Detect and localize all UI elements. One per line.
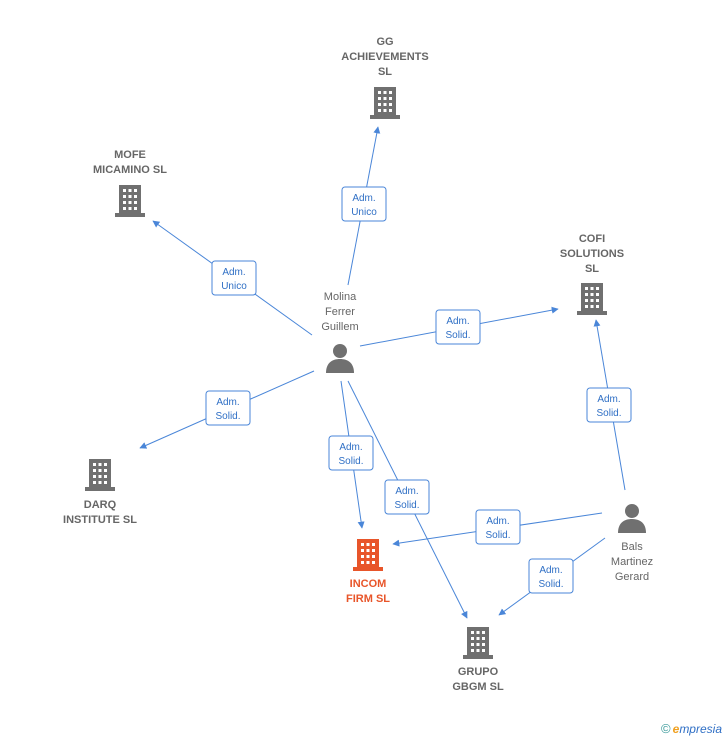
- edge-label-line: Adm.: [395, 486, 418, 497]
- node-label-line: MOFE: [114, 149, 146, 161]
- edge-label-line: Solid.: [394, 500, 419, 511]
- node-label-line: INCOM: [350, 578, 387, 590]
- edge-bals-grupo: Adm. Solid.: [498, 537, 606, 616]
- edge-molina-mofe: Adm. Unico: [152, 220, 313, 336]
- edge-label-box: [205, 390, 251, 426]
- edge-bals-cofi: Adm. Solid.: [586, 319, 632, 491]
- node-label-line: DARQ: [84, 499, 117, 511]
- edge-label-box: [435, 309, 481, 345]
- node-label-line: GRUPO: [458, 666, 499, 678]
- node-mofe[interactable]: MOFE MICAMINO SL: [93, 149, 167, 217]
- edge-label-line: Adm.: [222, 267, 245, 278]
- edge-label-line: Solid.: [215, 411, 240, 422]
- edge-label-line: Solid.: [485, 530, 510, 541]
- brand-logo-e: e: [672, 722, 680, 736]
- edge-molina-incom: Adm. Solid.: [328, 380, 374, 529]
- node-label-line: GBGM SL: [452, 681, 504, 693]
- building-icon: [85, 459, 115, 491]
- edge-label-box: [384, 479, 430, 515]
- building-icon: [463, 627, 493, 659]
- brand-watermark: ©empresia: [661, 721, 722, 736]
- node-label-line: Gerard: [615, 571, 649, 583]
- edge-label-line: Adm.: [597, 394, 620, 405]
- node-label-line: SL: [585, 263, 599, 275]
- edge-label-box: [475, 509, 521, 545]
- node-grupo[interactable]: GRUPO GBGM SL: [452, 627, 504, 693]
- edge-molina-darq: Adm. Solid.: [139, 370, 315, 449]
- edge-label-box: [328, 435, 374, 471]
- edge-label-box: [586, 387, 632, 423]
- person-icon: [326, 344, 354, 373]
- edge-label-line: Adm.: [352, 193, 375, 204]
- edge-label-line: Solid.: [338, 456, 363, 467]
- node-label-line: SOLUTIONS: [560, 248, 624, 260]
- node-label-line: ACHIEVEMENTS: [341, 51, 428, 63]
- building-icon: [370, 87, 400, 119]
- node-label-line: GG: [376, 36, 393, 48]
- brand-logo-text: mpresia: [679, 722, 722, 736]
- building-icon: [115, 185, 145, 217]
- node-label-line: Bals: [621, 541, 643, 553]
- node-label-line: SL: [378, 66, 392, 78]
- edge-label-line: Solid.: [596, 408, 621, 419]
- edge-label-box: [341, 186, 387, 222]
- edge-molina-cofi: Adm. Solid.: [359, 306, 559, 347]
- edge-label-line: Adm.: [446, 316, 469, 327]
- edge-label-line: Solid.: [538, 579, 563, 590]
- edge-label-line: Adm.: [339, 442, 362, 453]
- edge-label-box: [528, 558, 574, 594]
- node-gg[interactable]: GG ACHIEVEMENTS SL: [341, 36, 429, 119]
- edge-label-line: Adm.: [539, 565, 562, 576]
- edge-label-line: Solid.: [445, 330, 470, 341]
- person-icon: [618, 504, 646, 533]
- node-label-line: Ferrer: [325, 306, 355, 318]
- node-darq[interactable]: DARQ INSTITUTE SL: [63, 459, 137, 526]
- edge-molina-gg: Adm. Unico: [341, 126, 387, 286]
- edge-bals-incom: Adm. Solid.: [392, 509, 603, 547]
- node-label-line: MICAMINO SL: [93, 164, 167, 176]
- edge-label-line: Adm.: [486, 516, 509, 527]
- copyright-icon: ©: [661, 721, 671, 736]
- node-cofi[interactable]: COFI SOLUTIONS SL: [560, 233, 624, 315]
- edge-molina-grupo: Adm. Solid.: [347, 380, 468, 619]
- node-label-line: COFI: [579, 233, 605, 245]
- node-label-line: INSTITUTE SL: [63, 514, 137, 526]
- edge-label-line: Unico: [221, 281, 247, 292]
- node-label-line: Molina: [324, 291, 357, 303]
- node-label-line: FIRM SL: [346, 593, 390, 605]
- building-icon: [577, 283, 607, 315]
- edge-label-line: Adm.: [216, 397, 239, 408]
- edge-label-box: [211, 260, 257, 296]
- building-icon: [353, 539, 383, 571]
- node-label-line: Guillem: [321, 321, 358, 333]
- edge-label-line: Unico: [351, 207, 377, 218]
- node-label-line: Martinez: [611, 556, 653, 568]
- node-incom[interactable]: INCOM FIRM SL: [346, 539, 390, 605]
